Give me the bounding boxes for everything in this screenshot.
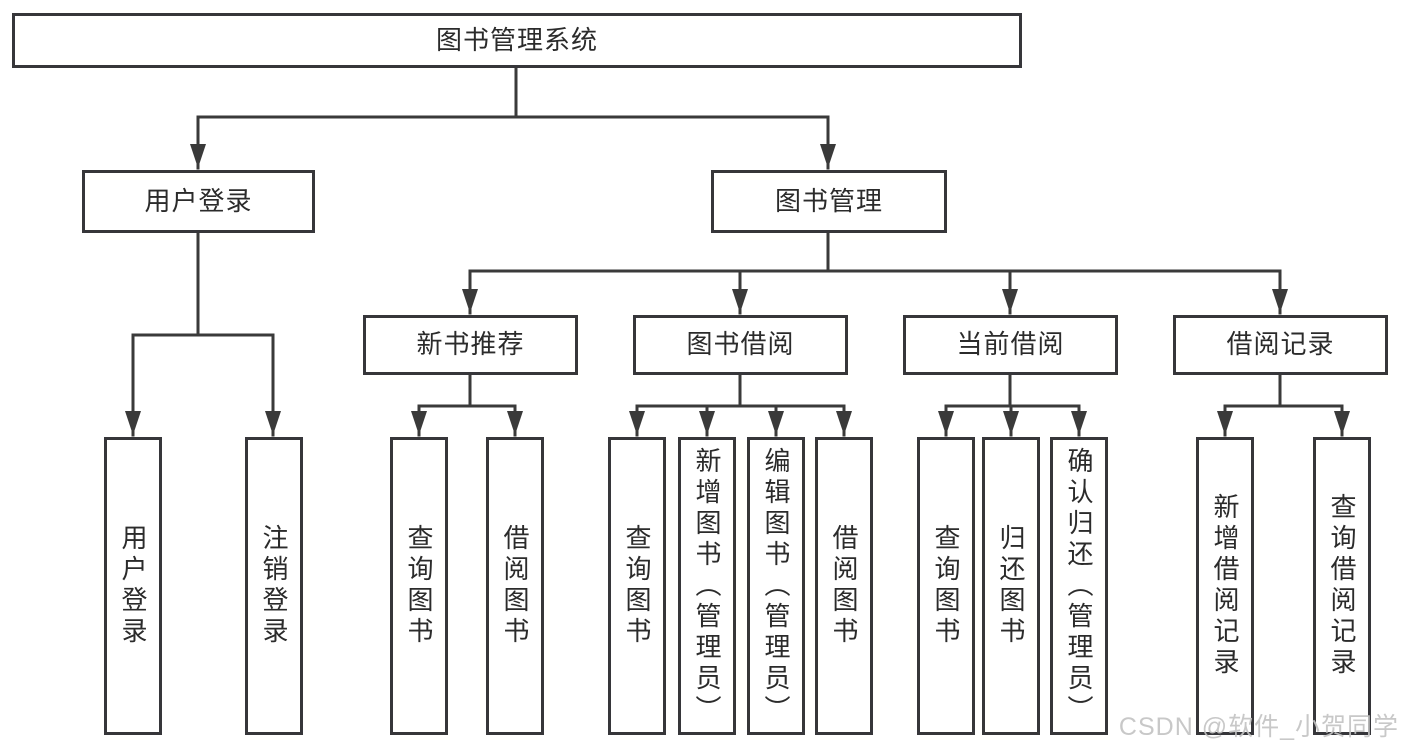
leaf-label: 查询借阅记录 (1327, 493, 1357, 679)
node-user-login: 用户登录 (82, 170, 315, 233)
wires-book-management-to-level3 (462, 229, 1288, 315)
leaf-user-login: 用户登录 (104, 437, 162, 735)
leaf-edit-books-admin: 编辑图书（管理员） (747, 437, 805, 735)
node-label: 图书借阅 (686, 329, 795, 360)
leaf-logout: 注销登录 (245, 437, 303, 735)
leaf-label: 查询图书 (622, 524, 652, 648)
wires-user-login-branch (125, 229, 281, 437)
leaf-borrow-books: 借阅图书 (815, 437, 873, 735)
node-new-book-recommendation: 新书推荐 (363, 315, 578, 375)
node-label: 图书管理 (774, 185, 883, 216)
leaf-label: 编辑图书（管理员） (761, 446, 791, 726)
leaf-query-books-borrowing: 查询图书 (608, 437, 666, 735)
node-label: 新书推荐 (416, 329, 525, 360)
leaf-query-books-current: 查询图书 (917, 437, 975, 735)
node-current-borrowing: 当前借阅 (903, 315, 1118, 375)
node-label: 用户登录 (144, 185, 253, 216)
wires-root-to-level2 (190, 64, 836, 170)
leaf-label: 查询图书 (931, 524, 961, 648)
leaf-label: 借阅图书 (829, 524, 859, 648)
node-library-management-system: 图书管理系统 (12, 13, 1022, 68)
wires-new-book-recommendation-group (411, 371, 523, 437)
node-book-borrowing: 图书借阅 (633, 315, 848, 375)
node-book-management: 图书管理 (711, 170, 947, 233)
node-label: 当前借阅 (956, 329, 1065, 360)
leaf-query-books-recommend: 查询图书 (390, 437, 448, 735)
leaf-label: 注销登录 (259, 524, 289, 648)
leaf-borrow-books-recommend: 借阅图书 (486, 437, 544, 735)
node-borrowing-records: 借阅记录 (1173, 315, 1388, 375)
node-label: 借阅记录 (1226, 329, 1335, 360)
wires-book-borrowing-group (629, 371, 852, 437)
wires-borrowing-records-group (1217, 371, 1350, 437)
leaf-return-books: 归还图书 (982, 437, 1040, 735)
leaf-add-borrow-record: 新增借阅记录 (1196, 437, 1254, 735)
leaf-label: 新增借阅记录 (1210, 493, 1240, 679)
leaf-label: 确认归还（管理员） (1064, 446, 1094, 726)
leaf-label: 用户登录 (118, 524, 148, 648)
leaf-query-borrow-record: 查询借阅记录 (1313, 437, 1371, 735)
watermark: CSDN @软件_小贺同学 (1118, 713, 1399, 741)
leaf-label: 新增图书（管理员） (692, 446, 722, 726)
leaf-confirm-return-admin: 确认归还（管理员） (1050, 437, 1108, 735)
leaf-label: 归还图书 (996, 524, 1026, 648)
leaf-add-books-admin: 新增图书（管理员） (678, 437, 736, 735)
wires-current-borrowing-group (938, 371, 1087, 437)
node-label: 图书管理系统 (435, 24, 598, 55)
leaf-label: 借阅图书 (500, 524, 530, 648)
leaf-label: 查询图书 (404, 524, 434, 648)
